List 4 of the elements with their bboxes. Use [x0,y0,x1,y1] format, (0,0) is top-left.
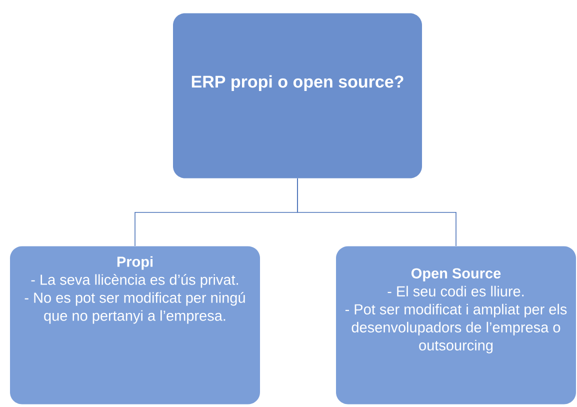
option-box: Open Source - El seu codi es lliure. - Pot ser modificat i ampliat per els desenvolupadors de l’empresa o outsourcing [336,246,576,404]
question-box: ERP propi o open source? [173,13,422,178]
connector-line [297,178,456,246]
option-box: Propi - La seva llicència es d’ús privat. - No es pot ser modificat per ningú que no pertanyi a l’empresa. [10,246,260,404]
